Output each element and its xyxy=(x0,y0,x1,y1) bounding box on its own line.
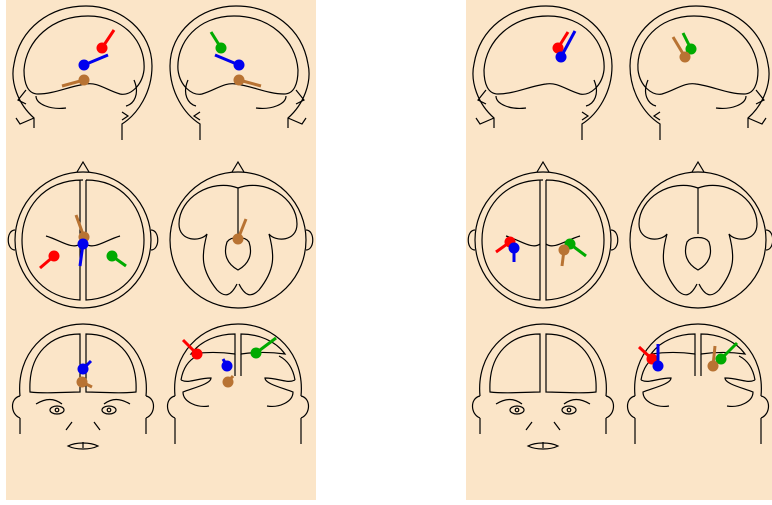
brown-dipole-location xyxy=(79,75,90,86)
green-dipole-location xyxy=(107,251,118,262)
red-dipole-location xyxy=(49,251,60,262)
blue-dipole-location xyxy=(234,60,245,71)
blue-dipole-location xyxy=(78,364,89,375)
blue-dipole-location xyxy=(653,361,664,372)
red-dipole-location xyxy=(97,43,108,54)
brown-dipole-location xyxy=(708,361,719,372)
green-dipole-location xyxy=(251,348,262,359)
diagram-panel-right xyxy=(466,0,772,500)
blue-dipole-location xyxy=(78,239,89,250)
green-dipole-location xyxy=(216,43,227,54)
blue-dipole-location xyxy=(556,52,567,63)
red-dipole-location xyxy=(192,349,203,360)
brown-dipole-location xyxy=(223,377,234,388)
brown-dipole-location xyxy=(234,75,245,86)
blue-dipole-location xyxy=(222,361,233,372)
brown-dipole-location xyxy=(77,377,88,388)
panel-right-canvas xyxy=(466,0,772,500)
brown-dipole-location xyxy=(680,52,691,63)
brown-dipole-location xyxy=(233,234,244,245)
diagram-panel-left xyxy=(6,0,316,500)
brown-dipole-location xyxy=(559,245,570,256)
panel-left-canvas xyxy=(6,0,316,500)
blue-dipole-location xyxy=(509,243,520,254)
blue-dipole-location xyxy=(79,60,90,71)
panel-left-background xyxy=(6,0,316,500)
